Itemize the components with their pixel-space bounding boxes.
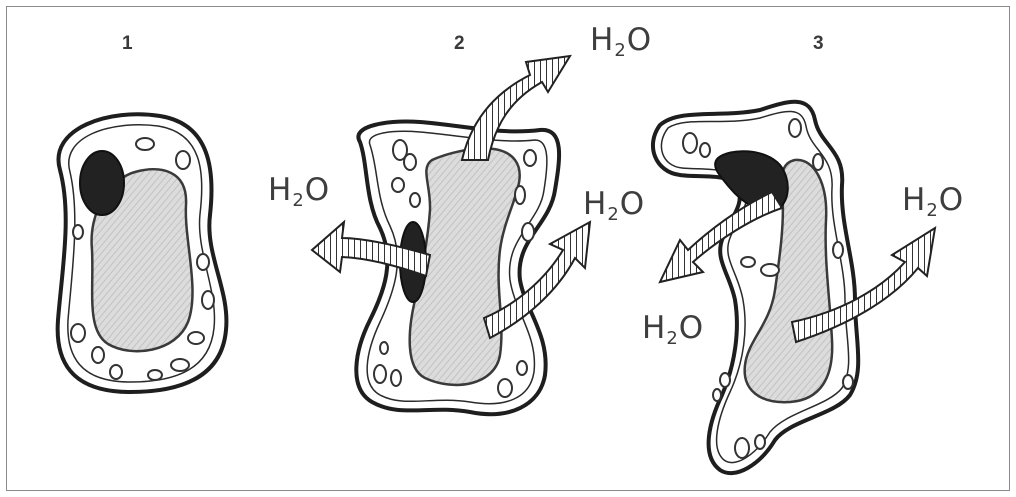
panel-number-1: 1 — [122, 33, 133, 55]
h2o-label-cell3-left: H2O — [642, 310, 704, 346]
cell-3 — [653, 102, 858, 473]
cell-2 — [356, 122, 559, 415]
h2o-label-cell3-right: H2O — [902, 182, 964, 218]
h2o-label-top: H2O — [590, 22, 652, 58]
h2o-label-right: H2O — [583, 186, 645, 222]
cell-1 — [58, 114, 227, 392]
panel-number-3: 3 — [813, 33, 824, 55]
cell-1-nucleus — [80, 151, 124, 215]
panel-number-2: 2 — [454, 33, 465, 55]
h2o-label-left: H2O — [268, 172, 330, 208]
